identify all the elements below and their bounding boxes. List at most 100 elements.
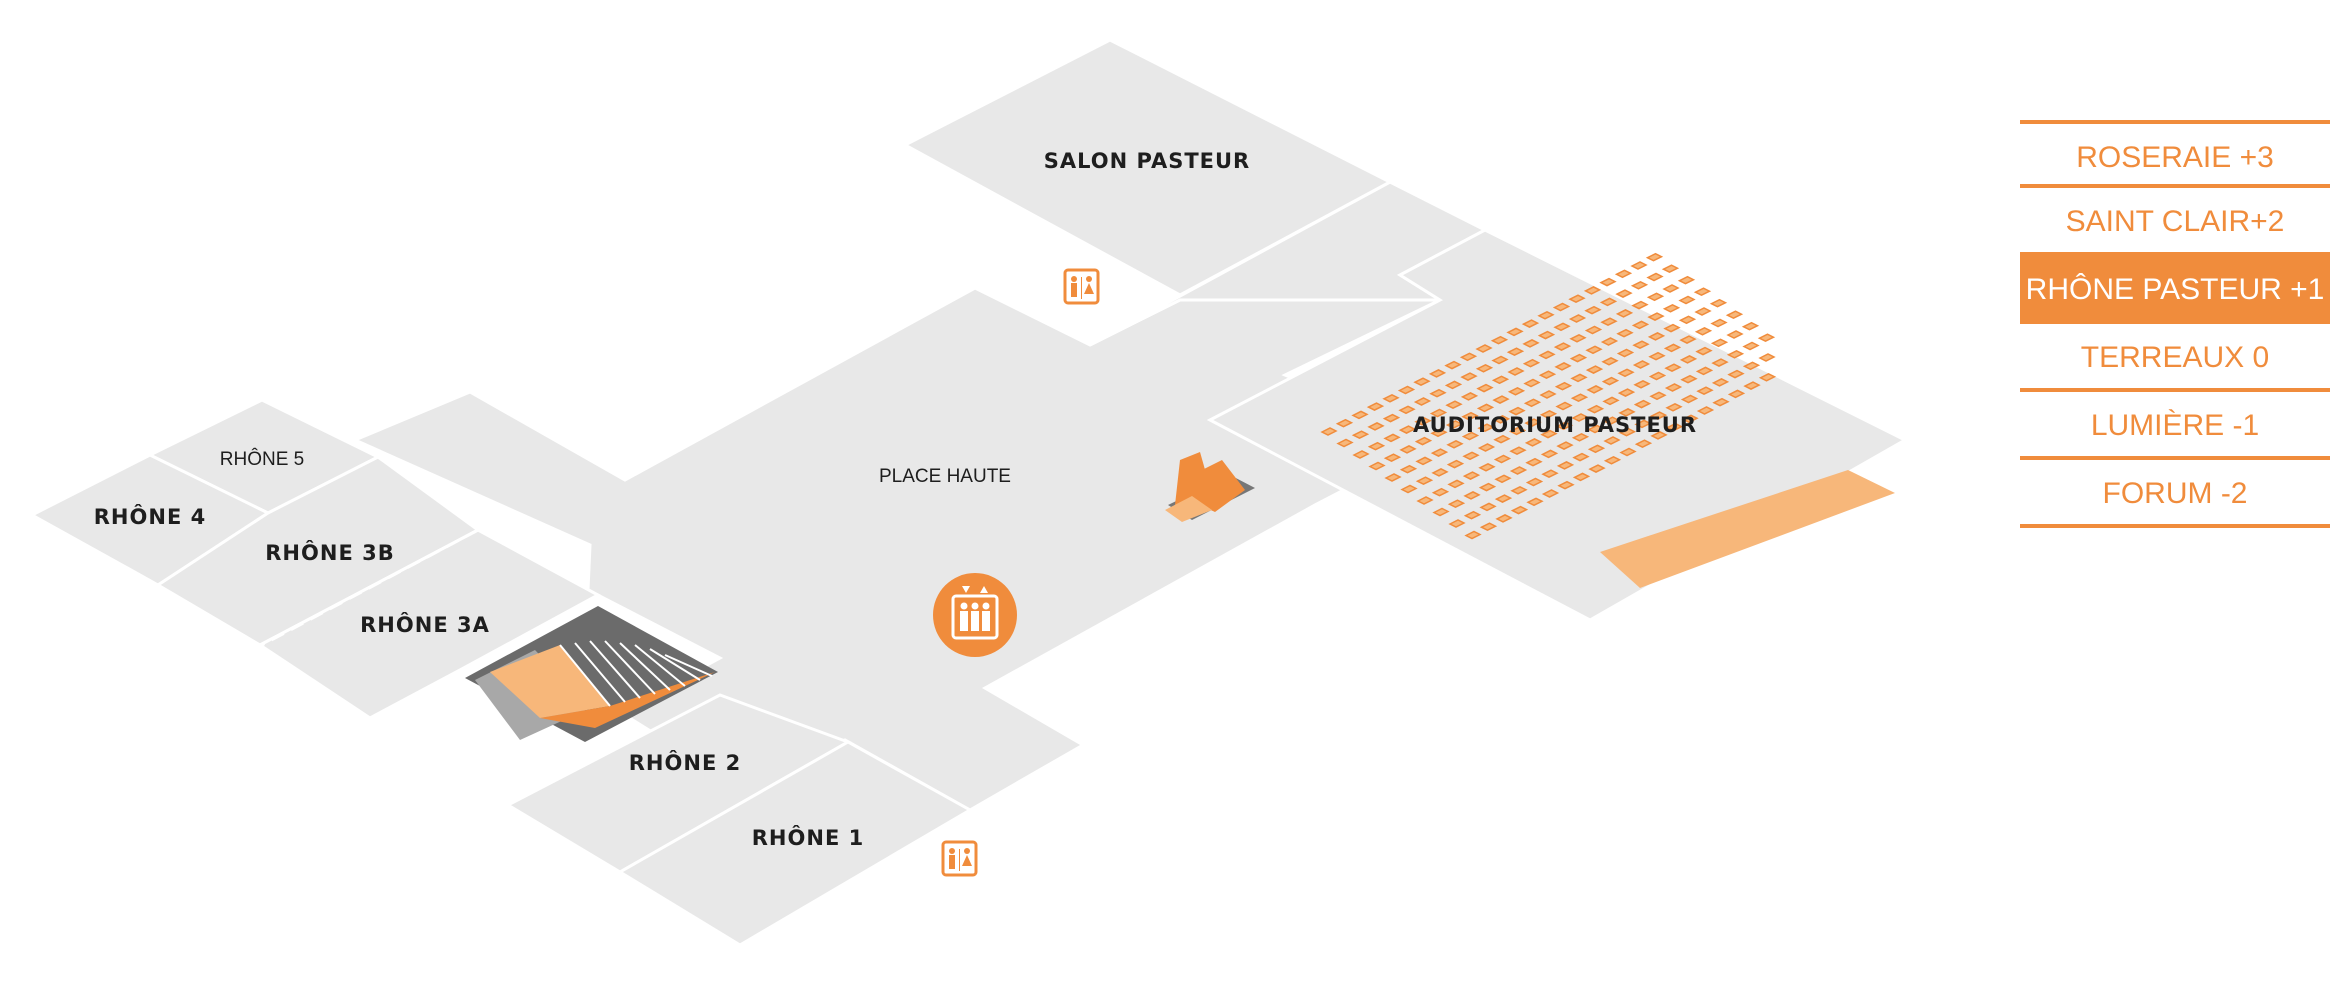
auditorium-seat: [1479, 502, 1497, 512]
auditorium-seat: [1491, 375, 1510, 385]
level-lumiere[interactable]: LUMIÈRE -1: [2020, 392, 2330, 460]
auditorium-seat: [1414, 416, 1432, 426]
place-haute-label: PLACE HAUTE: [879, 466, 1011, 487]
auditorium-seat: [1398, 405, 1416, 415]
auditorium-seat: [1554, 381, 1573, 391]
auditorium-seat: [1585, 345, 1603, 355]
auditorium-seat: [1663, 323, 1681, 333]
auditorium-seats-icon: [1320, 252, 1777, 540]
auditorium-seat: [1649, 391, 1667, 401]
auditorium-seat: [1663, 343, 1682, 353]
level-rhone-pasteur[interactable]: RHÔNE PASTEUR +1: [2020, 256, 2330, 324]
rhone-1-label: RHÔNE 1: [752, 825, 864, 850]
auditorium-seat: [1541, 489, 1560, 498]
auditorium-seat: [1521, 319, 1540, 328]
auditorium-seat: [1569, 333, 1587, 343]
auditorium-seat: [1477, 443, 1496, 452]
auditorium-seat: [1507, 386, 1526, 396]
auditorium-seat: [1727, 389, 1746, 399]
rhone-3b-room[interactable]: [155, 455, 481, 647]
auditorium-seat: [1568, 314, 1587, 323]
auditorium-seat: [1461, 431, 1480, 441]
salon-pasteur-label: SALON PASTEUR: [1044, 149, 1250, 173]
level-selector: ROSERAIE +3 SAINT CLAIR+2 RHÔNE PASTEUR …: [2020, 120, 2330, 528]
rhone-3a-room[interactable]: [257, 528, 602, 720]
auditorium-seat: [1634, 419, 1652, 429]
auditorium-seat: [1415, 476, 1434, 486]
salon-pasteur-room[interactable]: [901, 38, 1394, 297]
auditorium-seat: [1665, 402, 1683, 412]
auditorium-seat: [1477, 423, 1495, 433]
rhone-3a-label: RHÔNE 3A: [360, 612, 490, 637]
level-roseraie[interactable]: ROSERAIE +3: [2020, 120, 2330, 188]
auditorium-seat: [1540, 449, 1559, 459]
auditorium-seat: [1367, 422, 1385, 431]
auditorium-seat: [1475, 363, 1494, 373]
auditorium-seat: [1508, 426, 1527, 436]
auditorium-seat: [1602, 396, 1620, 406]
auditorium-seat: [1617, 368, 1635, 378]
auditorium-seat: [1758, 372, 1777, 382]
auditorium-seat: [1431, 468, 1449, 477]
auditorium-seat: [1413, 377, 1431, 387]
auditorium-seat: [1600, 317, 1618, 327]
auditorium-seat: [1662, 303, 1681, 313]
restroom-icon: [1063, 268, 1100, 305]
auditorium-seat: [1494, 474, 1512, 484]
auditorium-seat: [1522, 358, 1541, 368]
auditorium-seat: [1726, 330, 1744, 339]
auditorium-seat: [1553, 322, 1571, 332]
rhone-1-room[interactable]: [617, 740, 974, 947]
level-forum[interactable]: FORUM -2: [2020, 460, 2330, 528]
auditorium-seat: [1681, 414, 1699, 424]
auditorium-seat: [1400, 484, 1418, 494]
auditorium-seat: [1445, 420, 1464, 429]
auditorium-seat: [1634, 439, 1653, 449]
auditorium-seat: [1493, 454, 1512, 464]
rhone-4-label: RHÔNE 4: [94, 504, 206, 529]
auditorium-seat: [1710, 338, 1729, 348]
auditorium-seat: [1680, 374, 1698, 384]
level-terreaux[interactable]: TERREAUX 0: [2020, 324, 2330, 392]
auditorium-seat: [1632, 340, 1650, 350]
auditorium-seat: [1647, 312, 1665, 321]
auditorium-seat: [1539, 409, 1558, 419]
auditorium-seat: [1397, 385, 1416, 395]
auditorium-seat: [1646, 272, 1664, 282]
elevator-icon[interactable]: [933, 573, 1017, 657]
auditorium-seat: [1678, 295, 1696, 305]
auditorium-seat: [1600, 337, 1619, 346]
auditorium-seat: [1743, 381, 1761, 390]
auditorium-seat: [1646, 292, 1665, 302]
auditorium-seat: [1586, 404, 1605, 414]
auditorium-seat: [1463, 491, 1481, 500]
auditorium-seat: [1523, 398, 1542, 408]
auditorium-seat: [1710, 318, 1728, 328]
auditorium-seat: [1650, 431, 1668, 440]
auditorium-seat: [1460, 392, 1479, 401]
auditorium-seat: [1557, 480, 1575, 490]
auditorium-seat: [1476, 403, 1495, 413]
auditorium-seat: [1694, 326, 1713, 336]
auditorium-seat: [1633, 379, 1651, 389]
auditorium-seat: [1414, 436, 1433, 446]
auditorium-seat: [1619, 447, 1637, 457]
auditorium-seat: [1538, 370, 1557, 380]
auditorium-seat: [1742, 361, 1761, 371]
auditorium-seat: [1399, 445, 1417, 454]
auditorium-seat: [1525, 457, 1543, 467]
auditorium-seat: [1522, 339, 1540, 348]
auditorium-seat: [1556, 461, 1575, 470]
auditorium-seat: [1541, 469, 1559, 479]
auditorium-seat: [1462, 451, 1480, 461]
auditorium-seat: [1631, 320, 1650, 330]
auditorium-seat: [1648, 351, 1666, 361]
auditorium-seat: [1432, 507, 1450, 517]
level-saint-clair[interactable]: SAINT CLAIR+2: [2020, 188, 2330, 256]
auditorium-seat: [1525, 477, 1544, 487]
auditorium-seat: [1618, 408, 1636, 417]
auditorium-seat: [1615, 309, 1634, 318]
auditorium-seat: [1696, 406, 1715, 415]
auditorium-seat: [1711, 378, 1730, 387]
auditorium-seat: [1447, 499, 1466, 509]
